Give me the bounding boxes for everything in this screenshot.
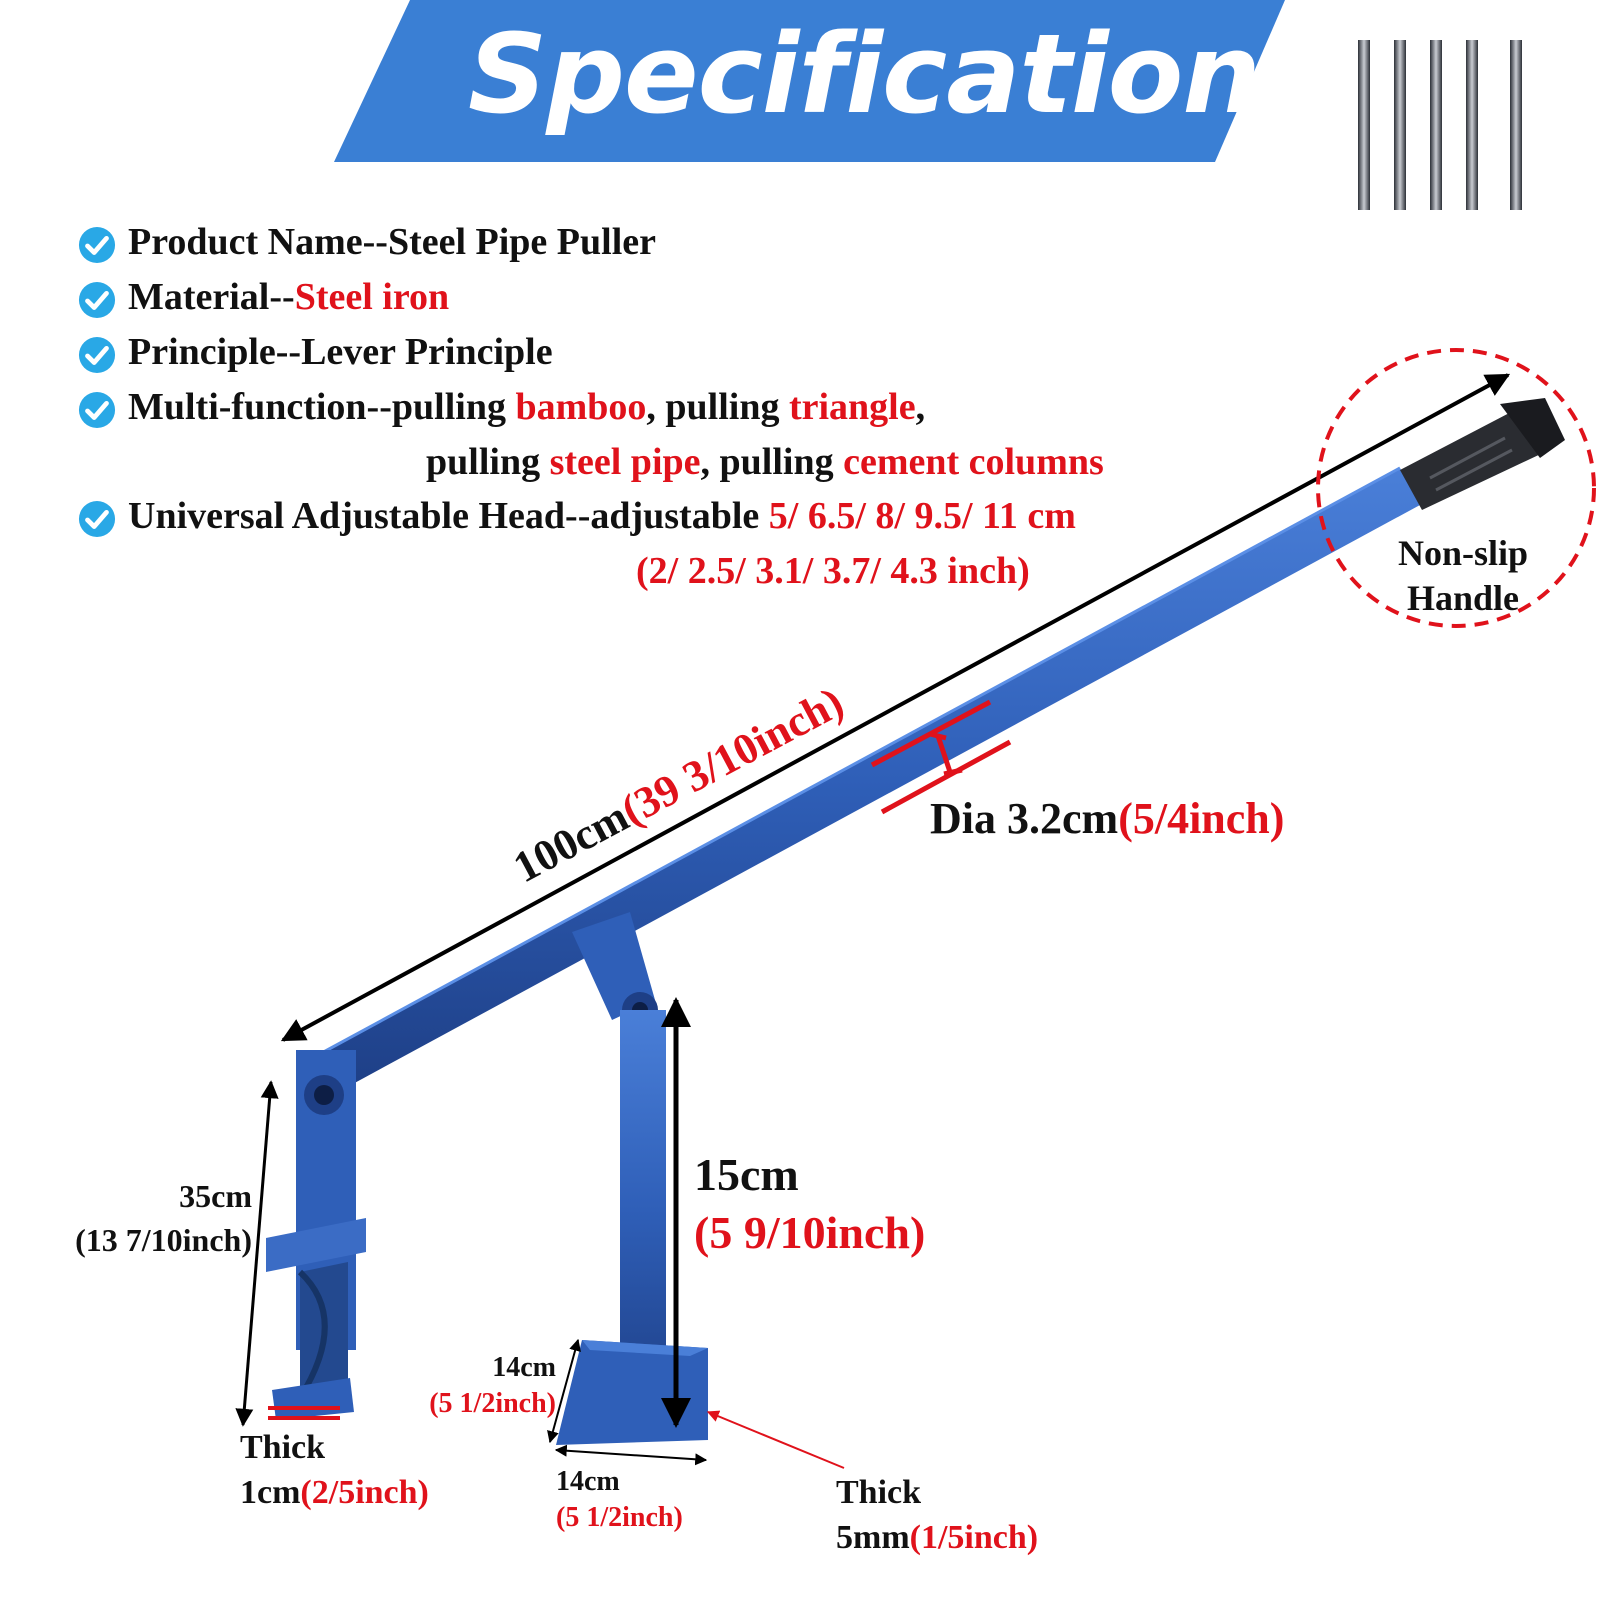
handle-label: Non-slip Handle (1398, 533, 1529, 618)
lever-pipe (317, 466, 1420, 1092)
banner-title: Specification (468, 10, 1261, 138)
check-icon (78, 281, 116, 319)
banner-shape (334, 0, 1285, 162)
foot-head (266, 1050, 366, 1420)
support-height-label: 15cm (5 9/10inch) (694, 1149, 926, 1258)
handle-callout-circle (1316, 348, 1596, 628)
check-icon (78, 500, 116, 538)
spec-material: Material--Steel iron (128, 276, 450, 318)
check-icon (78, 226, 116, 264)
plate-bottom-arrow (554, 1444, 708, 1466)
plate-thickness-pointer (706, 1410, 845, 1469)
foot-height-label: 35cm (13 7/10inch) (75, 1178, 252, 1258)
plate-side-arrow (547, 1338, 581, 1444)
spec-principle: Principle--Lever Principle (128, 331, 553, 373)
foot-thickness-label: Thick 1cm(2/5inch) (240, 1429, 429, 1511)
support-leg (556, 912, 708, 1445)
check-icon (78, 391, 116, 429)
handle-grip (1400, 398, 1565, 510)
spec-product-name: Product Name--Steel Pipe Puller (128, 221, 656, 263)
plate-thickness-label: Thick 5mm(1/5inch) (836, 1474, 1039, 1556)
rods-icon (1358, 40, 1522, 210)
plate-side-label: 14cm (5 1/2inch) (429, 1352, 556, 1419)
diameter-label: Dia 3.2cm(5/4inch) (930, 794, 1285, 843)
foot-thickness-marker (268, 1406, 340, 1420)
plate-bottom-label: 14cm (5 1/2inch) (556, 1466, 683, 1533)
diameter-marker (870, 699, 1012, 815)
foot-height-arrow (235, 1080, 279, 1427)
length-arrow (280, 373, 1511, 1042)
check-icon (78, 336, 116, 374)
